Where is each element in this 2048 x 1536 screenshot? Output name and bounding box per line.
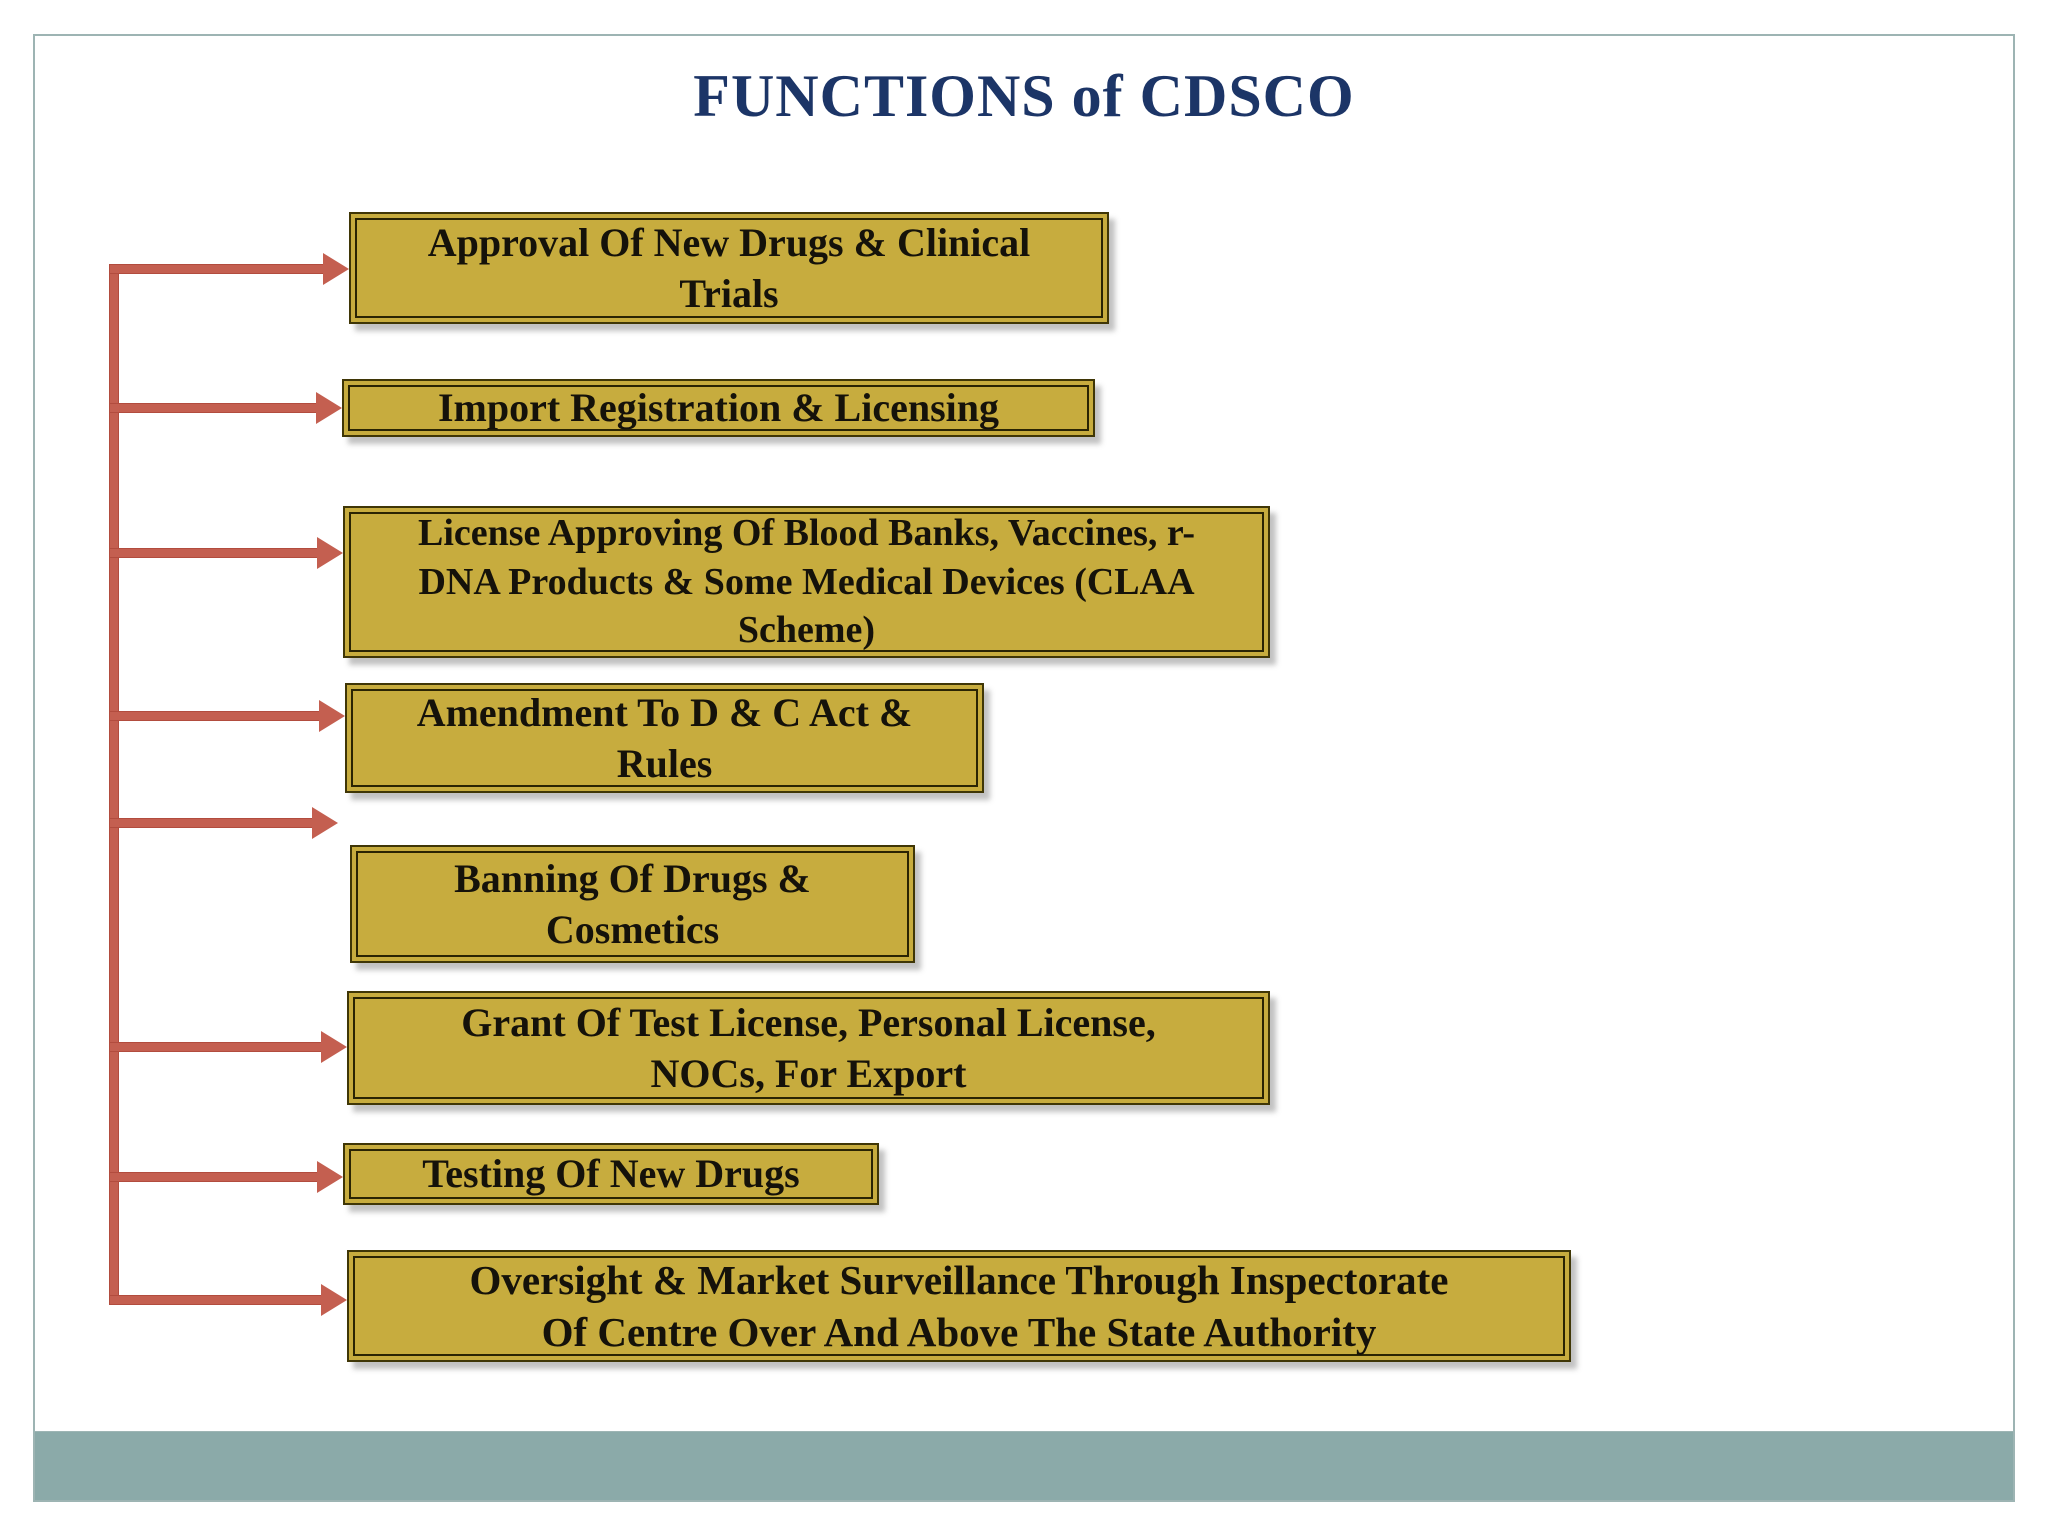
connector-arrow-grant <box>110 1031 347 1063</box>
connector-bar <box>110 819 316 827</box>
connector-bar <box>110 265 327 273</box>
slide-frame <box>33 34 2015 1502</box>
box-grant-test-license: Grant Of Test License, Personal License,… <box>347 991 1270 1105</box>
arrowhead-icon <box>317 1161 343 1193</box>
connector-arrow-dangling <box>110 807 338 839</box>
arrowhead-icon <box>323 253 349 285</box>
box-amendment-dc-act: Amendment To D & C Act & Rules <box>345 683 984 793</box>
connector-arrow-amendment <box>110 700 345 732</box>
arrowhead-icon <box>319 700 345 732</box>
connector-bar <box>110 1296 325 1304</box>
connector-arrow-testing <box>110 1161 343 1193</box>
connector-trunk <box>110 265 118 1304</box>
box-approval-new-drugs: Approval Of New Drugs & Clinical Trials <box>349 212 1109 324</box>
arrowhead-icon <box>321 1031 347 1063</box>
box-testing-new-drugs: Testing Of New Drugs <box>343 1143 879 1205</box>
connector-bar <box>110 1043 325 1051</box>
box-banning-drugs: Banning Of Drugs & Cosmetics <box>350 845 915 963</box>
connector-arrow-oversight <box>110 1284 347 1316</box>
box-license-approving: License Approving Of Blood Banks, Vaccin… <box>343 506 1270 658</box>
box-oversight-surveillance: Oversight & Market Surveillance Through … <box>347 1250 1571 1362</box>
connector-bar <box>110 404 320 412</box>
arrowhead-icon <box>316 392 342 424</box>
footer-band <box>35 1431 2013 1500</box>
connector-arrow-license <box>110 537 343 569</box>
slide-title: FUNCTIONS of CDSCO <box>693 63 1355 129</box>
box-import-registration: Import Registration & Licensing <box>342 379 1095 437</box>
connector-arrow-approval <box>110 253 349 285</box>
arrowhead-icon <box>312 807 338 839</box>
connector-bar <box>110 712 323 720</box>
arrowhead-icon <box>321 1284 347 1316</box>
connector-arrow-import <box>110 392 342 424</box>
arrowhead-icon <box>317 537 343 569</box>
connector-bar <box>110 549 321 557</box>
connector-bar <box>110 1173 321 1181</box>
